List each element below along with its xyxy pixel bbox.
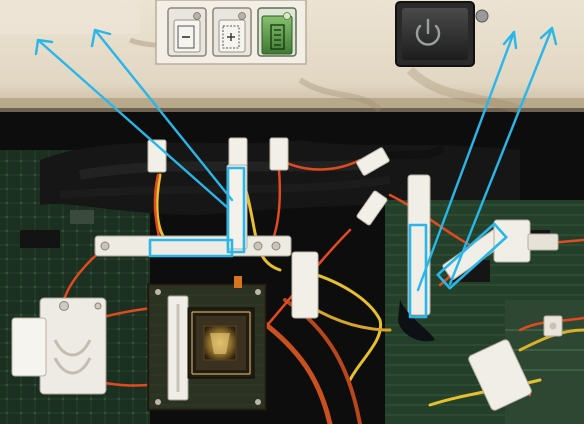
connectors <box>11 137 563 411</box>
minus-button[interactable] <box>167 7 207 57</box>
hint-overlays <box>34 26 558 319</box>
plus-icon <box>222 25 240 49</box>
list-icon <box>270 24 285 50</box>
list-button[interactable] <box>257 7 297 57</box>
hint-arrow-2 <box>93 28 234 202</box>
minus-icon <box>177 25 195 49</box>
hint-box-horizontal[interactable] <box>148 238 234 258</box>
hint-arrow-4 <box>448 26 554 286</box>
power-icon <box>415 18 441 46</box>
power-button[interactable] <box>395 1 489 67</box>
hint-arrow-3 <box>416 30 516 292</box>
plus-button[interactable] <box>212 7 252 57</box>
hint-box-vertical-left[interactable] <box>226 166 246 254</box>
processor-socket[interactable] <box>147 276 267 411</box>
hint-arrow-1 <box>36 38 230 210</box>
hint-box-diagonal[interactable] <box>436 222 508 290</box>
